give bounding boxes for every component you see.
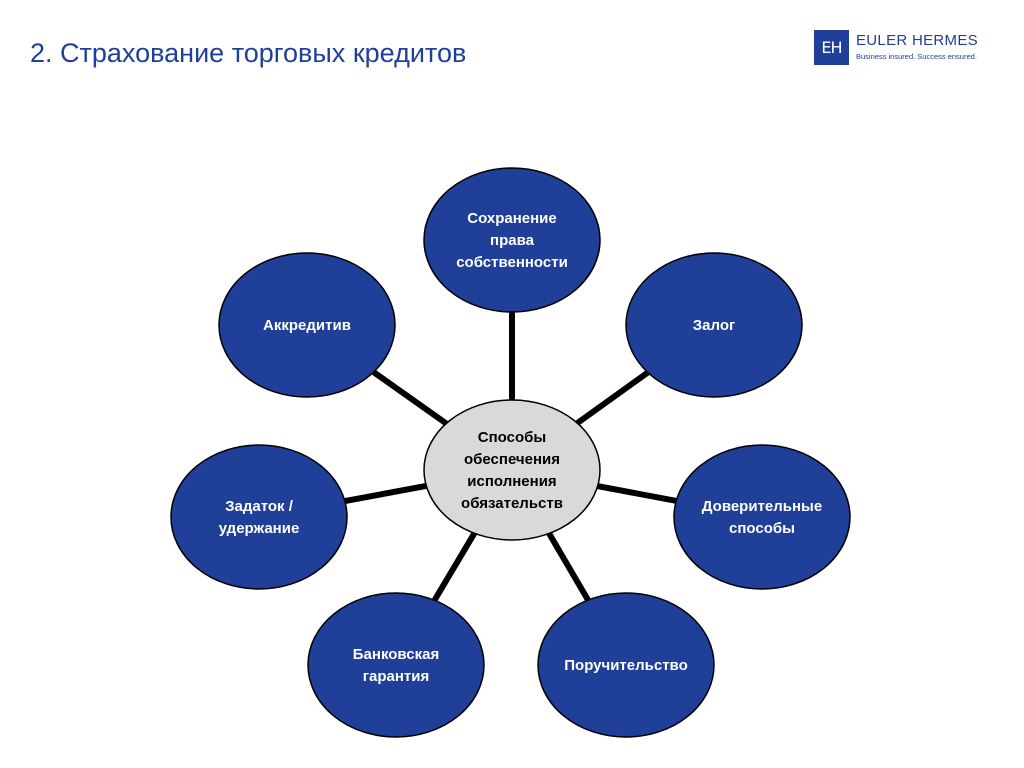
node-deposit-line-2: удержание bbox=[219, 520, 300, 537]
node-surety-line-1: Поручительство bbox=[564, 657, 688, 674]
node-ownership: Сохранение права собственности bbox=[423, 167, 601, 313]
euler-hermes-logo: EH EULER HERMES Business insured. Succes… bbox=[814, 30, 994, 68]
center-node-line-1: Способы bbox=[478, 429, 546, 446]
node-letter-of-credit-shape bbox=[218, 252, 396, 398]
node-bank-guarantee-shape bbox=[307, 592, 485, 738]
node-trust-line-2: способы bbox=[729, 520, 795, 537]
node-bank-guarantee: Банковская гарантия bbox=[307, 592, 485, 738]
center-node-line-4: обязательств bbox=[461, 495, 563, 512]
node-trust-line-1: Доверительные bbox=[702, 498, 822, 515]
slide-title: 2. Страхование торговых кредитов bbox=[30, 38, 467, 68]
node-letter-of-credit-line-1: Аккредитив bbox=[263, 317, 351, 334]
node-ownership-line-2: права bbox=[490, 232, 535, 249]
center-node-line-3: исполнения bbox=[467, 473, 556, 490]
node-bank-guarantee-line-1: Банковская bbox=[353, 646, 439, 663]
node-deposit: Задаток / удержание bbox=[170, 444, 348, 590]
node-ownership-line-3: собственности bbox=[456, 254, 568, 271]
nodes: Сохранение права собственностиЗалогДоверит… bbox=[170, 167, 851, 738]
node-trust: Доверительные способы bbox=[673, 444, 851, 590]
node-pledge-shape bbox=[625, 252, 803, 398]
center-node-group: Способы обеспечения исполнения обязательств bbox=[423, 399, 601, 541]
node-letter-of-credit: Аккредитив bbox=[218, 252, 396, 398]
node-surety: Поручительство bbox=[537, 592, 715, 738]
node-pledge: Залог bbox=[625, 252, 803, 398]
node-pledge-line-1: Залог bbox=[693, 317, 735, 334]
logo-tagline: Business insured. Success ensured. bbox=[856, 52, 977, 61]
logo-name: EULER HERMES bbox=[856, 32, 978, 49]
node-surety-shape bbox=[537, 592, 715, 738]
node-ownership-shape bbox=[423, 167, 601, 313]
node-deposit-shape bbox=[170, 444, 348, 590]
node-deposit-line-1: Задаток / bbox=[225, 498, 294, 515]
logo-mark: EH bbox=[814, 30, 849, 65]
node-trust-shape bbox=[673, 444, 851, 590]
center-node-line-2: обеспечения bbox=[464, 451, 560, 468]
node-bank-guarantee-line-2: гарантия bbox=[363, 668, 429, 685]
node-ownership-line-1: Сохранение bbox=[467, 210, 557, 227]
center-node-shape bbox=[423, 399, 601, 541]
